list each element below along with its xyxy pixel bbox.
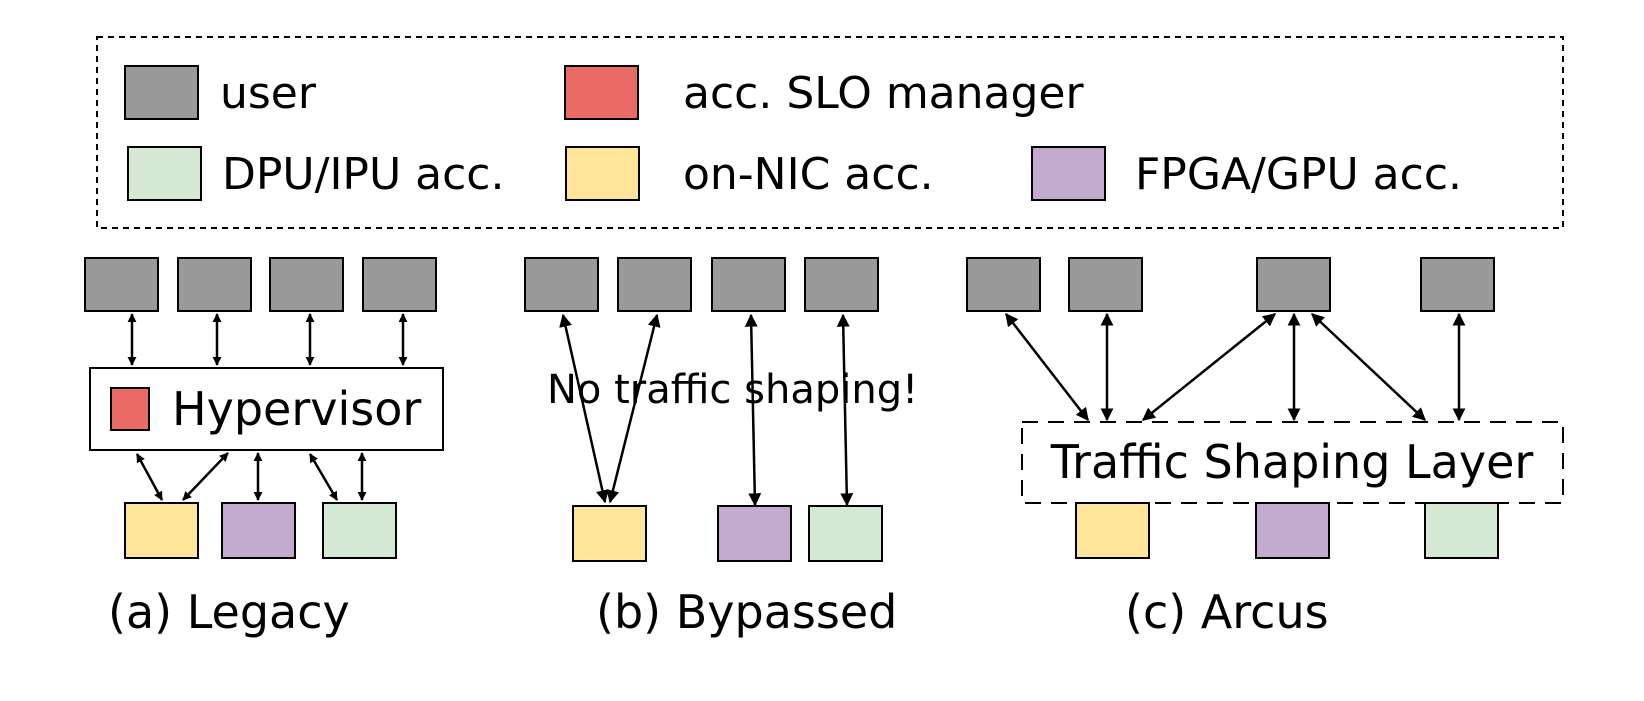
arcus-arrow-user-3-left bbox=[1141, 313, 1277, 421]
bypassed-on-nic-acc bbox=[572, 505, 647, 562]
legend-swatch-user bbox=[124, 65, 199, 120]
legacy-fpga-gpu-acc bbox=[221, 502, 296, 559]
legend-label-user: user bbox=[220, 68, 317, 119]
panel-arcus: Traffic Shaping Layer (c) Arcus bbox=[966, 257, 1564, 639]
legacy-arrow-acc-1 bbox=[135, 453, 164, 501]
legacy-arrow-acc-4 bbox=[308, 453, 339, 501]
arcus-user-1 bbox=[966, 257, 1041, 312]
bypassed-arrow-user-2 bbox=[606, 313, 661, 504]
legend-border bbox=[96, 36, 1564, 229]
panel-legacy: Hypervisor (a) Legacy bbox=[84, 257, 444, 639]
legend-swatch-fpga-gpu bbox=[1031, 146, 1106, 201]
arcus-user-4 bbox=[1420, 257, 1495, 312]
legacy-hypervisor-label: Hypervisor bbox=[172, 382, 421, 436]
arcus-arrow-user-3-right bbox=[1311, 313, 1426, 421]
bypassed-caption: (b) Bypassed bbox=[596, 585, 897, 639]
legacy-dpu-ipu-acc bbox=[322, 502, 397, 559]
legend-label-dpu-ipu: DPU/IPU acc. bbox=[222, 149, 504, 200]
bypassed-arrow-user-4 bbox=[836, 313, 854, 507]
legend-swatch-slo-manager bbox=[564, 65, 639, 120]
bypassed-user-1 bbox=[524, 257, 599, 312]
arcus-arrow-user-1 bbox=[1005, 312, 1089, 422]
bypassed-dpu-ipu-acc bbox=[808, 505, 883, 562]
legend-label-fpga-gpu: FPGA/GPU acc. bbox=[1135, 149, 1462, 200]
legend-swatch-on-nic bbox=[565, 146, 640, 201]
legacy-caption: (a) Legacy bbox=[108, 585, 350, 639]
arcus-caption: (c) Arcus bbox=[1125, 585, 1329, 639]
bypassed-fpga-gpu-acc bbox=[717, 505, 792, 562]
legend-swatch-dpu-ipu bbox=[127, 146, 202, 201]
arcus-user-3 bbox=[1256, 257, 1331, 312]
legacy-user-4 bbox=[362, 257, 437, 312]
arcus-user-2 bbox=[1068, 257, 1143, 312]
legacy-on-nic-acc bbox=[124, 502, 199, 559]
arcus-fpga-gpu-acc bbox=[1255, 502, 1330, 559]
arcus-on-nic-acc bbox=[1075, 502, 1150, 559]
legacy-user-1 bbox=[84, 257, 159, 312]
legacy-user-2 bbox=[177, 257, 252, 312]
legacy-slo-manager-block bbox=[110, 387, 150, 431]
legend: user acc. SLO manager DPU/IPU acc. on-NI… bbox=[96, 36, 1564, 229]
bypassed-arrow-user-3 bbox=[744, 313, 762, 507]
arcus-dpu-ipu-acc bbox=[1424, 502, 1499, 559]
legacy-arrow-acc-2 bbox=[182, 452, 229, 501]
bypassed-user-4 bbox=[804, 257, 879, 312]
legend-label-slo-manager: acc. SLO manager bbox=[683, 68, 1084, 119]
bypassed-annotation: No traffic shaping! bbox=[547, 367, 918, 413]
panel-bypassed: No traffic shaping! (b) Bypassed bbox=[524, 257, 918, 639]
legacy-user-3 bbox=[269, 257, 344, 312]
bypassed-user-3 bbox=[711, 257, 786, 312]
bypassed-user-2 bbox=[617, 257, 692, 312]
arcus-layer-label: Traffic Shaping Layer bbox=[1050, 435, 1534, 489]
legend-label-on-nic: on-NIC acc. bbox=[683, 149, 934, 200]
bypassed-arrow-user-1 bbox=[559, 313, 609, 504]
